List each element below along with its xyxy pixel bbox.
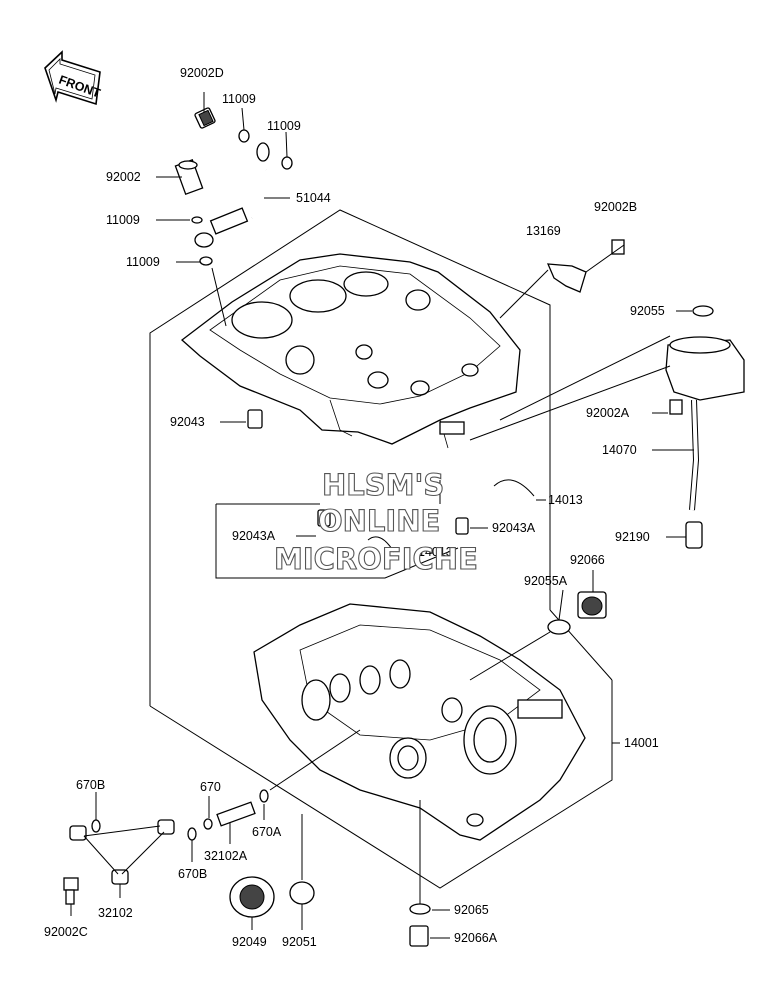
callout-11009-b: 11009 xyxy=(267,119,301,133)
callout-92049: 92049 xyxy=(232,935,267,949)
callout-92043a-b: 92043A xyxy=(492,521,536,535)
callout-92002b: 92002B xyxy=(594,200,637,214)
watermark-line-3: MICROFICHE xyxy=(274,542,478,576)
oil-hose-assembly xyxy=(174,107,293,266)
callout-14013-b: 14013 xyxy=(418,545,453,559)
watermark: HLSM'S ONLINE MICROFICHE xyxy=(273,467,478,576)
watermark-line-1: HLSM'S xyxy=(322,468,444,502)
callout-51044: 51044 xyxy=(296,191,331,205)
lower-crankcase xyxy=(253,603,586,841)
callout-92002d: 92002D xyxy=(180,66,224,80)
small-parts xyxy=(247,239,745,635)
callout-92002a: 92002A xyxy=(586,406,630,420)
callout-92066: 92066 xyxy=(570,553,605,567)
callout-32102a: 32102A xyxy=(204,849,248,863)
callout-92055: 92055 xyxy=(630,304,665,318)
callout-670: 670 xyxy=(200,780,221,794)
leader-lines xyxy=(70,92,694,939)
callout-14070: 14070 xyxy=(602,443,637,457)
callout-14001: 14001 xyxy=(624,736,659,750)
callout-92066a: 92066A xyxy=(454,931,498,945)
callout-92055a: 92055A xyxy=(524,574,568,588)
callout-670b-b: 670B xyxy=(178,867,207,881)
callout-11009-a: 11009 xyxy=(222,92,256,106)
callout-92002: 92002 xyxy=(106,170,141,184)
oil-pipe-assembly xyxy=(63,789,431,947)
callout-92051: 92051 xyxy=(282,935,317,949)
callout-92043: 92043 xyxy=(170,415,205,429)
callout-92043a-a: 92043A xyxy=(232,529,276,543)
callout-92065: 92065 xyxy=(454,903,489,917)
callout-14013-a: 14013 xyxy=(548,493,583,507)
callout-11009-d: 11009 xyxy=(126,255,160,269)
callout-670a: 670A xyxy=(252,825,282,839)
upper-crankcase xyxy=(180,253,521,449)
callout-labels: 92002D 11009 11009 92002 51044 11009 110… xyxy=(44,66,665,949)
watermark-line-2: ONLINE xyxy=(318,504,440,538)
callout-92190: 92190 xyxy=(615,530,650,544)
callout-13169: 13169 xyxy=(526,224,561,238)
callout-11009-c: 11009 xyxy=(106,213,140,227)
callout-670b-a: 670B xyxy=(76,778,105,792)
front-arrow-icon: FRONT xyxy=(44,50,103,106)
callout-92002c: 92002C xyxy=(44,925,88,939)
callout-32102: 32102 xyxy=(98,906,133,920)
